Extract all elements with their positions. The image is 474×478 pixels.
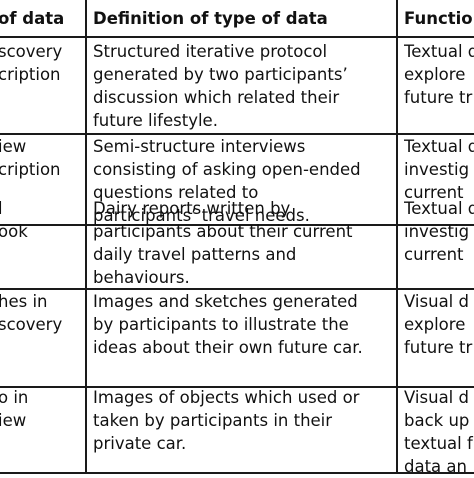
row-4-type: hes in scovery [0,292,63,334]
row-2-type: iew cription [0,137,61,179]
table-rule [0,472,474,474]
row-5-definition: Images of objects which used or taken by… [93,388,360,453]
row-5-type: o in iew [0,388,29,430]
table-column-rule [85,0,87,474]
header-definition: Definition of type of data [93,9,328,28]
header-function: Function [404,9,474,28]
header-type-of-data: of data [0,9,65,28]
table-column-rule [396,0,398,474]
table-rule [0,36,474,38]
row-2-function: Textual d investig current [404,137,474,202]
table-rule [0,133,474,135]
row-3-type: l ook [0,199,28,241]
row-1-definition: Structured iterative protocol generated … [93,42,348,130]
row-1-type: scovery cription [0,42,63,84]
row-2-definition: Semi-structure interviews consisting of … [93,137,361,225]
table-rule [0,288,474,290]
row-4-function: Visual d explore future tr [404,292,473,357]
table-rule [0,224,474,226]
row-1-function: Textual d explore future tr [404,42,474,107]
row-4-definition: Images and sketches generated by partici… [93,292,363,357]
row-5-function: Visual d back up textual f data an [404,388,473,476]
table-rule [0,386,474,388]
row-3-definition: Dairy reports written by participants ab… [93,199,353,287]
row-3-function: Textual d investig current [404,199,474,264]
